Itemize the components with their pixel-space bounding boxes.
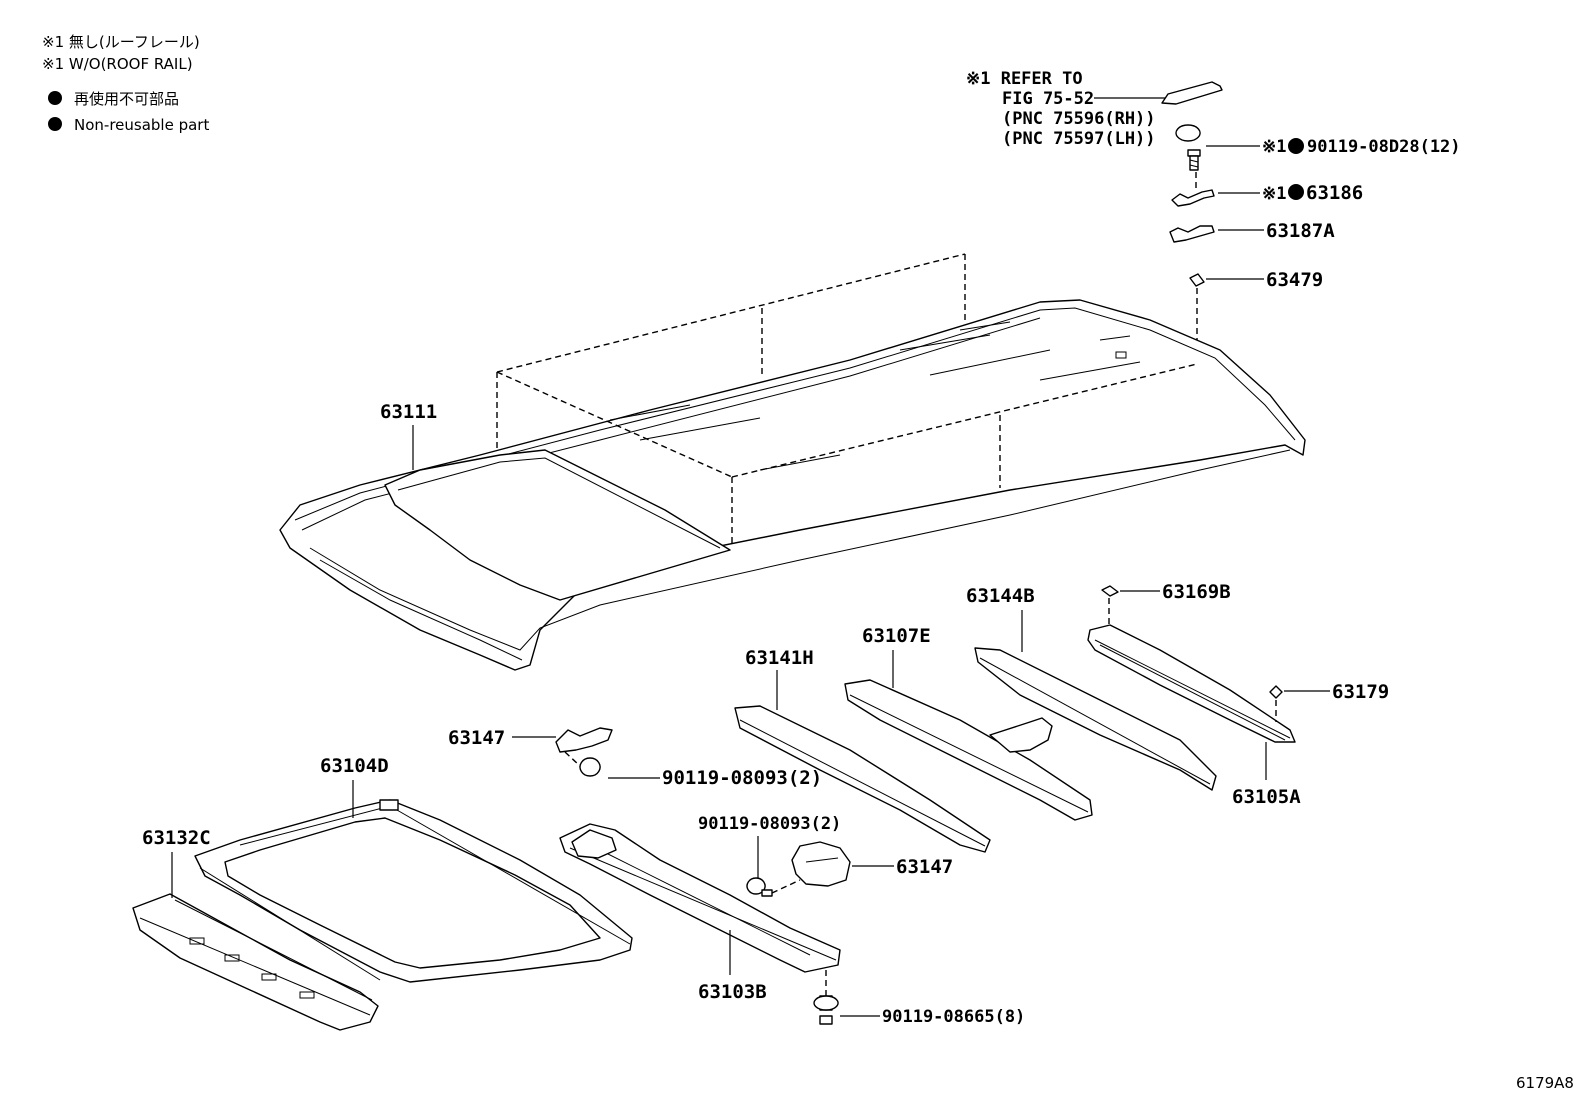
non-reusable-icon [1288,138,1304,154]
bullet-icon [48,91,62,105]
refer-line-4: (PNC 75597(LH)) [1002,129,1156,149]
label-63111: 63111 [380,401,437,423]
roof-rail-moulding [1161,81,1223,105]
bullet-icon [48,117,62,131]
ref-mark: ※1 [1262,137,1286,157]
bolt-90119-08093-upper [579,757,601,777]
label-63104D: 63104D [320,755,389,777]
label-63141H: 63141H [745,647,814,669]
label-90119-08665: 90119-08665(8) [882,1007,1025,1027]
pad-63479 [1189,273,1205,287]
note-english: ※1 W/O(ROOF RAIL) [42,55,193,73]
bracket-63147-upper [555,727,613,753]
label-63105A: 63105A [1232,786,1301,808]
refer-line-3: (PNC 75596(RH)) [1002,109,1156,129]
label-63147-lower: 63147 [896,856,953,878]
ref-mark: ※1 [1262,184,1286,204]
label-63144B: 63144B [966,585,1035,607]
figure-code: 6179A8 [1516,1074,1574,1092]
note-japanese: ※1 無し(ルーフレール) [42,33,200,51]
pad-63179 [1269,685,1283,699]
label-63187A: 63187A [1266,220,1335,242]
label-63147-upper: 63147 [448,727,505,749]
header-panel-63132C [132,893,379,1031]
sunroof-frame-63104D [194,799,633,983]
roof-panel-63111 [279,299,1306,671]
bullet-note-english: Non-reusable part [74,116,209,134]
label-90119-08093-upper: 90119-08093(2) [662,767,822,789]
bolt-90119-08665 [813,995,839,1025]
label-63132C: 63132C [142,827,211,849]
roof-bow-63105A [1087,624,1296,743]
bolt-90119-08D28 [1175,124,1201,171]
refer-line-1: ※1 REFER TO [966,69,1083,89]
refer-line-2: FIG 75-52 [1002,89,1094,109]
label-90119-08093-lower: 90119-08093(2) [698,814,841,834]
bracket-63186 [1171,189,1215,207]
label-63107E: 63107E [862,625,931,647]
roof-bow-63107E [844,679,1093,821]
bracket-63187A [1169,225,1215,243]
label-63479: 63479 [1266,269,1323,291]
bolt-90119-08093-lower [746,877,773,897]
label-63179: 63179 [1332,681,1389,703]
label-63103B: 63103B [698,981,767,1003]
dashed-guide-box [496,253,1198,545]
label-63169B: 63169B [1162,581,1231,603]
label-63186: 63186 [1306,182,1363,204]
roof-bow-63103B [559,823,841,973]
non-reusable-icon [1288,184,1304,200]
bullet-note-japanese: 再使用不可部品 [74,90,179,108]
label-90119-08D28: 90119-08D28(12) [1307,137,1461,157]
bracket-63147-lower [791,841,851,887]
pad-63169B [1101,585,1119,597]
